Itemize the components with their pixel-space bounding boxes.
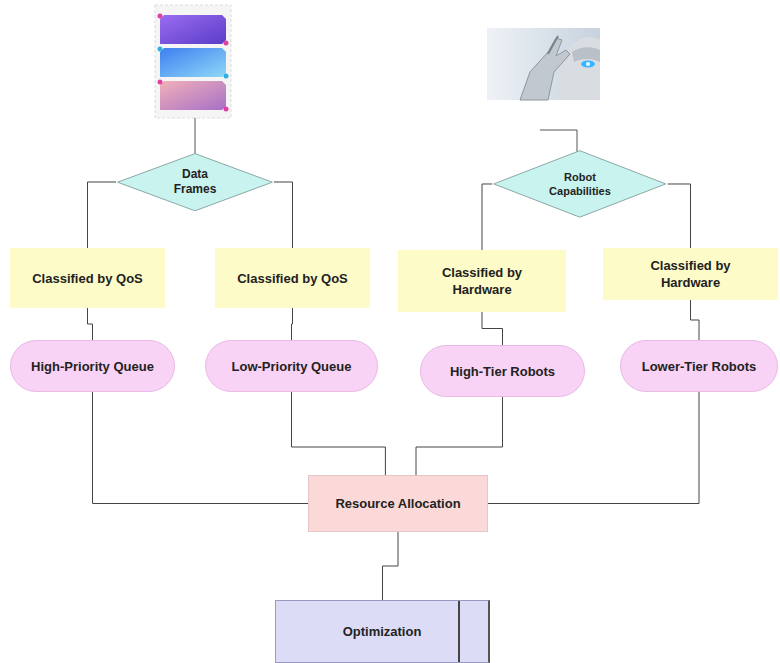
process-box: Classified by Hardware (603, 248, 778, 300)
node-label: Classified by QoS (32, 270, 143, 287)
connector-line (88, 182, 117, 248)
node-content: Optimization (276, 601, 488, 662)
process-box: Classified by Hardware (398, 250, 566, 312)
process-box: Classified by QoS (10, 248, 165, 308)
queue-pill: Low-Priority Queue (205, 340, 378, 392)
feed-lines (195, 118, 577, 154)
robot-tier-pill: High-Tier Robots (420, 345, 585, 397)
node-content: Data Frames (116, 153, 274, 211)
connector-line (292, 392, 386, 475)
node-label: Optimization (343, 623, 422, 640)
text-group: High-Priority Queue (31, 358, 154, 375)
node-content: Resource Allocation (309, 476, 487, 531)
diamond-outline (492, 150, 667, 218)
text-group: Classified by QoS (32, 270, 143, 287)
node-label: High-Priority Queue (31, 358, 154, 375)
node-content: Classified by QoS (10, 248, 165, 308)
connector-line (93, 392, 309, 504)
node-label: Data Frames (165, 167, 225, 197)
decision-diamond: Robot Capabilities (492, 150, 667, 218)
node-label: Classified by Hardware (420, 264, 545, 298)
process-box: Resource Allocation (308, 475, 488, 532)
node-label: Low-Priority Queue (232, 358, 352, 375)
text-group: High-Tier Robots (450, 363, 555, 380)
text-group: Robot Capabilities (539, 170, 621, 198)
text-group: Classified by Hardware (420, 264, 545, 298)
process-box: Optimization (275, 600, 490, 663)
node-label: Classified by Hardware (628, 257, 753, 291)
connector-line (482, 312, 503, 345)
node-label: Classified by QoS (237, 270, 348, 287)
text-group: Lower-Tier Robots (642, 358, 757, 375)
node-label: Robot Capabilities (539, 170, 621, 198)
connector-line (691, 300, 700, 340)
robot-tier-pill: Lower-Tier Robots (620, 340, 778, 392)
text-group: Optimization (343, 623, 422, 640)
text-group: Low-Priority Queue (232, 358, 352, 375)
banner-icon (155, 5, 231, 118)
node-label: High-Tier Robots (450, 363, 555, 380)
connector-line (292, 308, 293, 340)
connector-line (488, 392, 699, 504)
robot-image (487, 28, 600, 100)
node-content: Lower-Tier Robots (621, 341, 777, 391)
text-group: Data Frames (165, 167, 225, 197)
connector-line (88, 308, 93, 340)
connector-line (274, 182, 293, 248)
node-content: Classified by Hardware (603, 248, 778, 300)
queue-pill: High-Priority Queue (10, 340, 175, 392)
decision-diamond: Data Frames (116, 153, 274, 211)
process-box: Classified by QoS (215, 248, 370, 308)
connector-line (416, 397, 503, 475)
text-group: Classified by Hardware (628, 257, 753, 291)
node-content: High-Tier Robots (421, 346, 584, 396)
node-content: Classified by Hardware (398, 250, 566, 312)
node-label: Resource Allocation (335, 495, 460, 512)
node-content: Classified by QoS (215, 248, 370, 308)
connector-line (383, 532, 399, 600)
connector-line (482, 184, 492, 250)
node-content: High-Priority Queue (11, 341, 174, 391)
node-content: Robot Capabilities (492, 150, 667, 218)
node-content: Low-Priority Queue (206, 341, 377, 391)
text-group: Classified by QoS (237, 270, 348, 287)
text-group: Resource Allocation (335, 495, 460, 512)
node-label: Lower-Tier Robots (642, 358, 757, 375)
connector-line (668, 184, 691, 248)
